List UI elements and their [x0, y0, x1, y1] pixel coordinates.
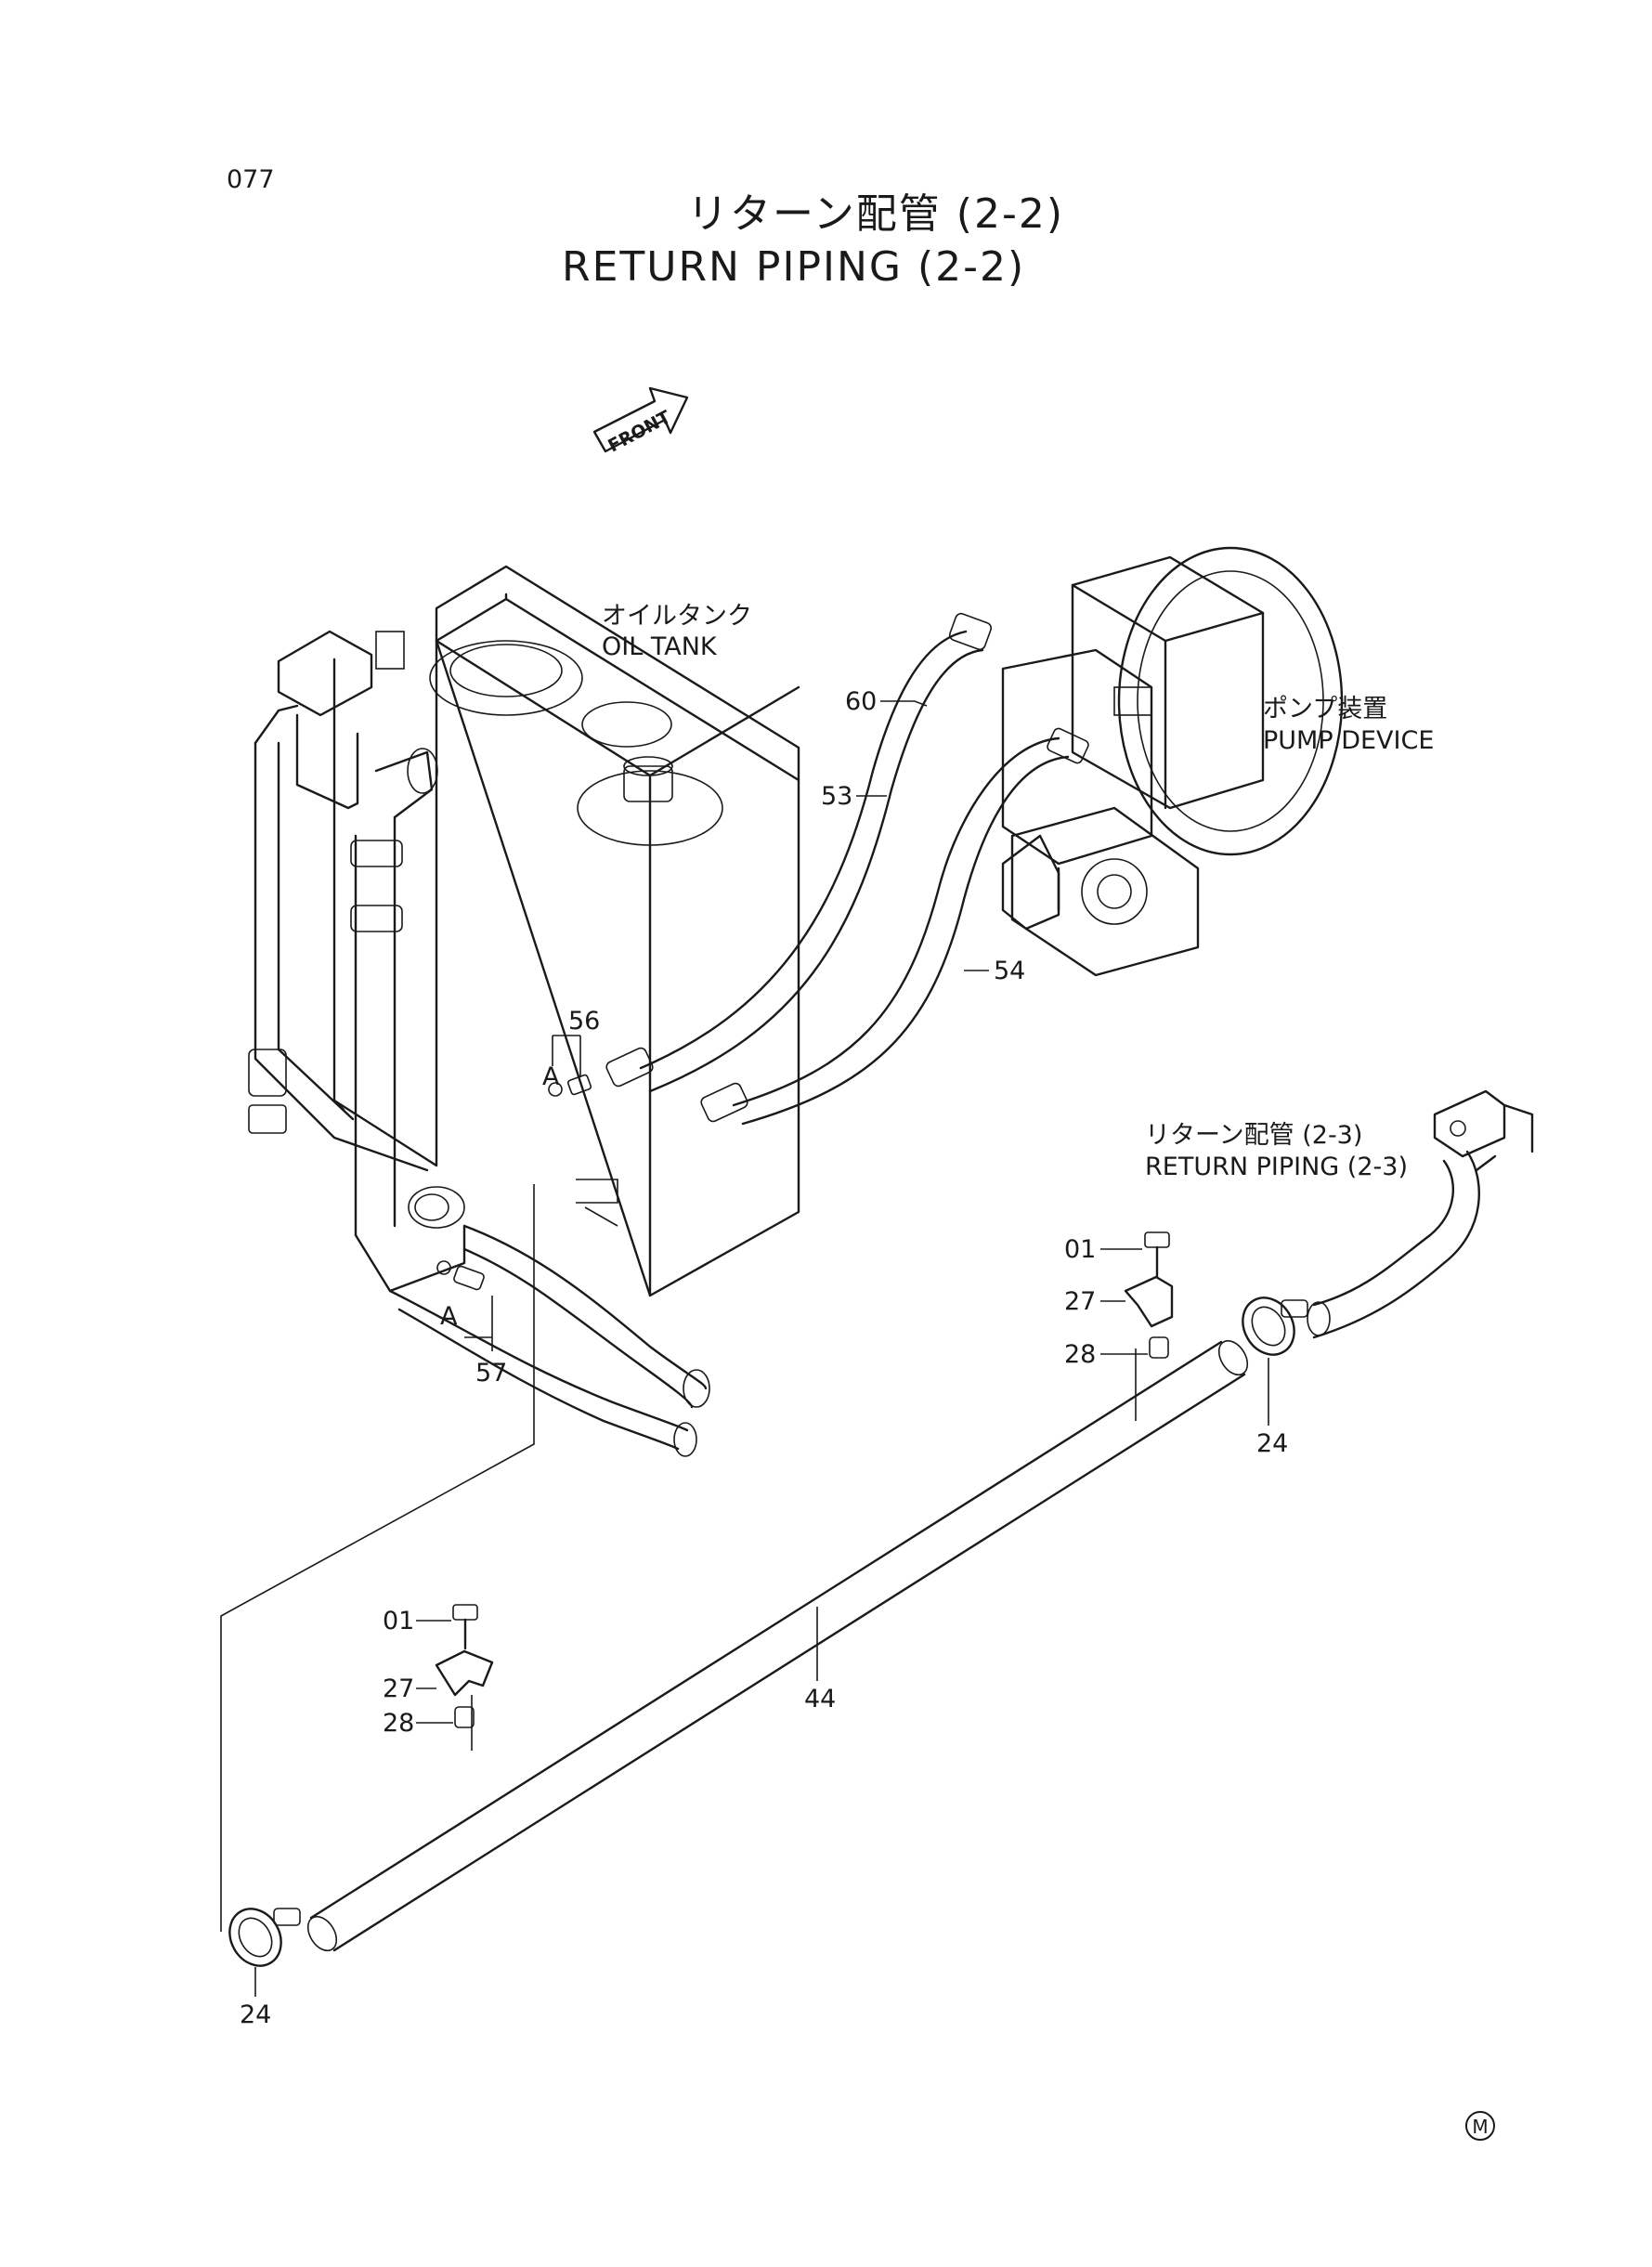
callout-a-lower: A — [440, 1302, 458, 1331]
callout-24-left: 24 — [240, 2000, 271, 2029]
section-line — [220, 1179, 618, 1932]
callout-01-lower: 01 — [383, 1607, 414, 1635]
callout-56: 56 — [568, 1007, 600, 1036]
front-arrow-icon: FRONT — [592, 386, 689, 457]
callout-27-lower: 27 — [383, 1674, 414, 1703]
leader-lines — [254, 700, 1269, 1997]
hose-fittings — [605, 612, 1089, 1123]
oil-tank — [248, 565, 800, 1297]
hose-54 — [732, 736, 1070, 1126]
connector-pipe-2-3 — [1307, 1089, 1534, 1339]
callout-24-right: 24 — [1256, 1429, 1288, 1458]
pump-device-label-jp: ポンプ装置 — [1263, 695, 1387, 723]
callout-60: 60 — [845, 687, 877, 716]
clamp-set-lower — [435, 1604, 494, 1728]
callout-a-upper: A — [542, 1062, 560, 1091]
callout-27-upper: 27 — [1064, 1287, 1096, 1316]
title-japanese: リターン配管 (2-2) — [687, 190, 1064, 238]
pump-device — [1001, 546, 1344, 977]
fitting-57 — [436, 1260, 485, 1291]
callout-54: 54 — [994, 957, 1025, 985]
page-number: 077 — [227, 165, 275, 194]
clamp-24-left — [228, 1908, 301, 1967]
hose-53 — [639, 630, 984, 1093]
title-english: RETURN PIPING (2-2) — [562, 243, 1025, 291]
callout-28-upper: 28 — [1064, 1340, 1096, 1369]
pump-device-label-en: PUMP DEVICE — [1263, 726, 1434, 755]
clamp-set-upper — [1124, 1231, 1174, 1359]
callout-01-upper: 01 — [1064, 1235, 1096, 1264]
return-ref-label-jp: リターン配管 (2-3) — [1145, 1121, 1362, 1150]
callout-44: 44 — [804, 1685, 836, 1713]
m-mark-icon: M — [1465, 2111, 1495, 2141]
callout-28-lower: 28 — [383, 1709, 414, 1738]
return-ref-label-en: RETURN PIPING (2-3) — [1145, 1153, 1408, 1181]
pipe-44 — [306, 1339, 1249, 1952]
fitting-56 — [548, 1074, 592, 1097]
oil-tank-label-en: OIL TANK — [602, 632, 718, 661]
tank-outlet-hoses — [388, 1224, 710, 1457]
callout-53: 53 — [821, 782, 852, 811]
callout-57: 57 — [475, 1359, 507, 1388]
m-mark-text: M — [1472, 2116, 1488, 2138]
clamp-24-right — [1242, 1296, 1308, 1356]
oil-tank-label-jp: オイルタンク — [602, 602, 752, 631]
